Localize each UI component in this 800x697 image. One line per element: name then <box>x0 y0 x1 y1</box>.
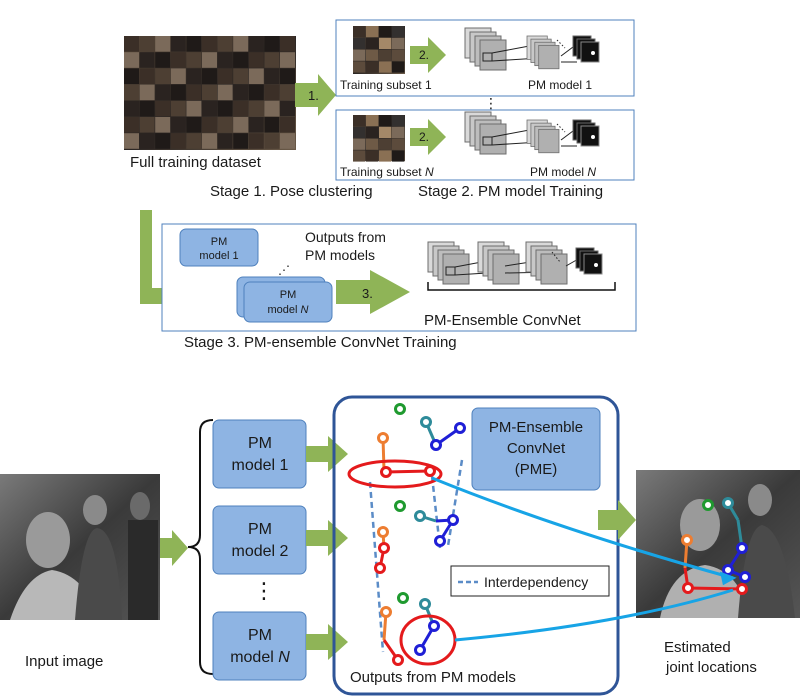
pm2-out-arrow <box>306 520 348 556</box>
pm-box-top-1-line2: model 1 <box>199 250 238 262</box>
pme-caption: PM-Ensemble ConvNet <box>424 312 582 329</box>
pm-model-n-num: model N <box>230 649 290 666</box>
pm-model-1-word: PM <box>248 435 272 452</box>
interdependency-legend: Interdependency <box>450 565 610 597</box>
pm-model-1-num: model 1 <box>232 457 289 474</box>
vertical-ellipsis-top: ⋮ <box>484 95 498 111</box>
pm-box-top-1-line1: PM <box>211 236 228 248</box>
outputs-from-pm-label: Outputs from PM models <box>350 669 516 686</box>
pm-box-top-n-line1: PM <box>280 289 297 301</box>
input-image-label: Input image <box>25 653 103 670</box>
step2-label-upper: 2. <box>419 48 429 62</box>
pme-cnn <box>427 241 603 285</box>
pmn-out-arrow <box>306 624 348 660</box>
pm-box-top-n: PM model N <box>236 276 333 323</box>
highlight-ellipse-n <box>399 614 457 666</box>
pm-box-top-1: PM model 1 <box>179 228 259 267</box>
full-dataset-label: Full training dataset <box>130 154 262 171</box>
input-image <box>0 474 160 620</box>
step2-label-lower: 2. <box>419 130 429 144</box>
input-arrow <box>160 530 188 566</box>
stage3-ellipsis: ⋰ <box>278 263 290 277</box>
pm-model-1-label: PM model 1 <box>528 78 592 92</box>
curly-brace <box>187 419 214 675</box>
pm-model-2-word: PM <box>248 521 272 538</box>
pm-box-top-n-line2: model N <box>268 304 309 316</box>
pme-bracket <box>427 282 616 291</box>
step3-arrow: 3. <box>336 270 410 314</box>
step1-label: 1. <box>308 88 319 103</box>
estimated-label-2: joint locations <box>665 659 757 676</box>
outputs-label-line1: Outputs from <box>305 229 386 245</box>
selection-connectors <box>431 476 737 642</box>
step1-arrow: 1. <box>295 74 336 116</box>
pose-output-n <box>380 592 440 666</box>
pm-model-1-box: PM model 1 <box>212 419 307 489</box>
pme-box: PM-Ensemble ConvNet (PME) <box>471 407 601 491</box>
stage1-caption: Stage 1. Pose clustering <box>210 183 373 200</box>
outputs-label-line2: PM models <box>305 247 375 263</box>
interdependency-label: Interdependency <box>484 574 588 590</box>
subset-n-collage <box>353 115 405 162</box>
pm-model-n-box: PM model N <box>212 611 307 681</box>
training-subset-1-label: Training subset 1 <box>340 78 432 92</box>
pm-model-n-label: PM model N <box>530 165 596 179</box>
step2-arrow-lower: 2. <box>410 119 446 155</box>
estimated-skeleton <box>681 497 751 595</box>
vertical-ellipsis-bottom: ⋮ <box>253 578 275 603</box>
pm-model-2-box: PM model 2 <box>212 505 307 575</box>
step3-label: 3. <box>362 286 373 301</box>
step2-arrow-upper: 2. <box>410 37 446 73</box>
full-dataset-collage <box>124 36 296 150</box>
pme-line3: (PME) <box>515 461 558 478</box>
estimated-label-1: Estimated <box>664 639 731 656</box>
pose-output-1 <box>377 403 466 478</box>
subset-1-collage <box>353 26 405 74</box>
pme-line2: ConvNet <box>507 440 566 457</box>
stage2-caption: Stage 2. PM model Training <box>418 183 603 200</box>
highlight-ellipse-1 <box>347 459 443 489</box>
pm-model-n-word: PM <box>248 627 272 644</box>
output-arrow <box>598 500 636 540</box>
pm1-out-arrow <box>306 436 348 472</box>
pose-output-2 <box>374 500 459 574</box>
pm-model-2-num: model 2 <box>232 543 289 560</box>
pme-line1: PM-Ensemble <box>489 419 583 436</box>
training-subset-n-label: Training subset N <box>340 165 434 179</box>
stage3-caption: Stage 3. PM-ensemble ConvNet Training <box>184 334 457 351</box>
